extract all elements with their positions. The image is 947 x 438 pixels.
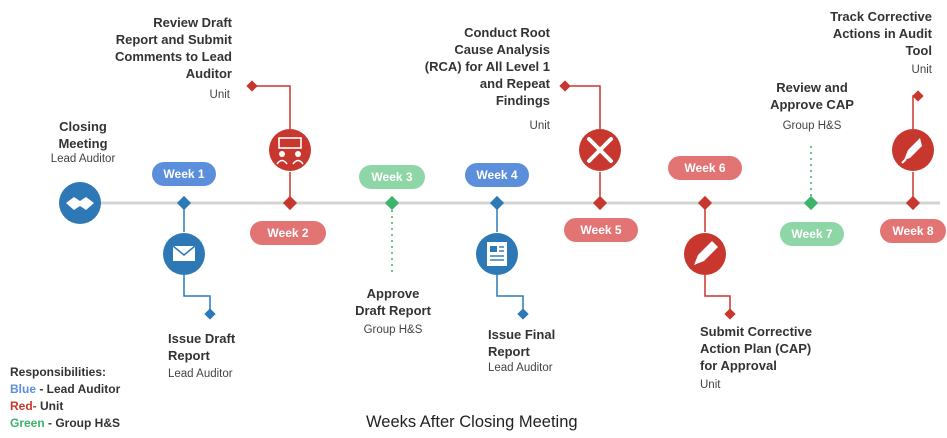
- rca-title: Conduct Root Cause Analysis (RCA) for Al…: [424, 25, 550, 108]
- week3-marker: [384, 195, 400, 211]
- legend-green-key: Green: [10, 416, 45, 430]
- issue-final-title: Issue Final Report: [488, 327, 556, 359]
- issue-draft-title: Issue Draft Report: [168, 331, 236, 363]
- legend-blue-key: Blue: [10, 382, 37, 396]
- team-meeting-icon: [269, 129, 311, 171]
- week6-marker: [697, 195, 713, 211]
- week-6-pill: Week 6: [668, 156, 742, 180]
- week8-marker: [905, 195, 921, 211]
- week-3-pill: Week 3: [359, 165, 425, 189]
- submit-cap-role: Unit: [700, 379, 721, 391]
- week-8-pill: Week 8: [880, 219, 946, 243]
- approve-draft-role: Group H&S: [363, 324, 423, 336]
- review-cap-role: Group H&S: [782, 120, 842, 132]
- week-4-pill: Week 4: [465, 163, 529, 187]
- tools-icon: [579, 129, 621, 171]
- review-cap-title: Review and Approve CAP: [770, 80, 854, 112]
- track-title: Track Corrective Actions in Audit Tool: [830, 9, 932, 58]
- week4-marker: [489, 195, 505, 211]
- review-draft-title: Review Draft Report and Submit Comments …: [114, 15, 232, 81]
- week-5-pill: Week 5: [564, 218, 638, 242]
- axis-title: Weeks After Closing Meeting: [366, 413, 578, 431]
- responsibilities-legend: Responsibilities: Blue - Lead Auditor Re…: [10, 364, 120, 432]
- legend-blue-value: - Lead Auditor: [36, 382, 121, 396]
- closing-meeting-title: Closing Meeting: [58, 119, 108, 151]
- legend-blue: Blue - Lead Auditor: [10, 381, 120, 398]
- legend-red: Red- Unit: [10, 398, 120, 415]
- week1-marker: [176, 195, 192, 211]
- issue-draft-role: Lead Auditor: [168, 368, 233, 380]
- legend-green-value: - Group H&S: [44, 416, 121, 430]
- envelope-icon: [163, 233, 205, 275]
- week-7-pill: Week 7: [780, 222, 844, 246]
- submit-cap-title: Submit Corrective Action Plan (CAP) for …: [700, 324, 812, 373]
- handshake-icon: [59, 182, 101, 224]
- week-2-pill: Week 2: [250, 221, 326, 245]
- week2-marker: [282, 195, 298, 211]
- legend-green: Green - Group H&S: [10, 415, 120, 432]
- pen-icon: [684, 233, 726, 275]
- legend-heading: Responsibilities:: [10, 365, 107, 379]
- week7-marker: [803, 195, 819, 211]
- track-role: Unit: [911, 64, 932, 76]
- week5-marker: [592, 195, 608, 211]
- issue-final-role: Lead Auditor: [488, 362, 553, 374]
- legend-red-value: Unit: [36, 399, 64, 413]
- rca-role: Unit: [529, 120, 550, 132]
- legend-red-key: Red-: [10, 399, 37, 413]
- closing-meeting-role: Lead Auditor: [50, 153, 116, 165]
- review-draft-role: Unit: [209, 89, 230, 101]
- week-1-pill: Week 1: [152, 162, 216, 186]
- document-icon: [476, 233, 518, 275]
- rocket-icon: [892, 129, 934, 171]
- approve-draft-title: Approve Draft Report: [355, 286, 431, 318]
